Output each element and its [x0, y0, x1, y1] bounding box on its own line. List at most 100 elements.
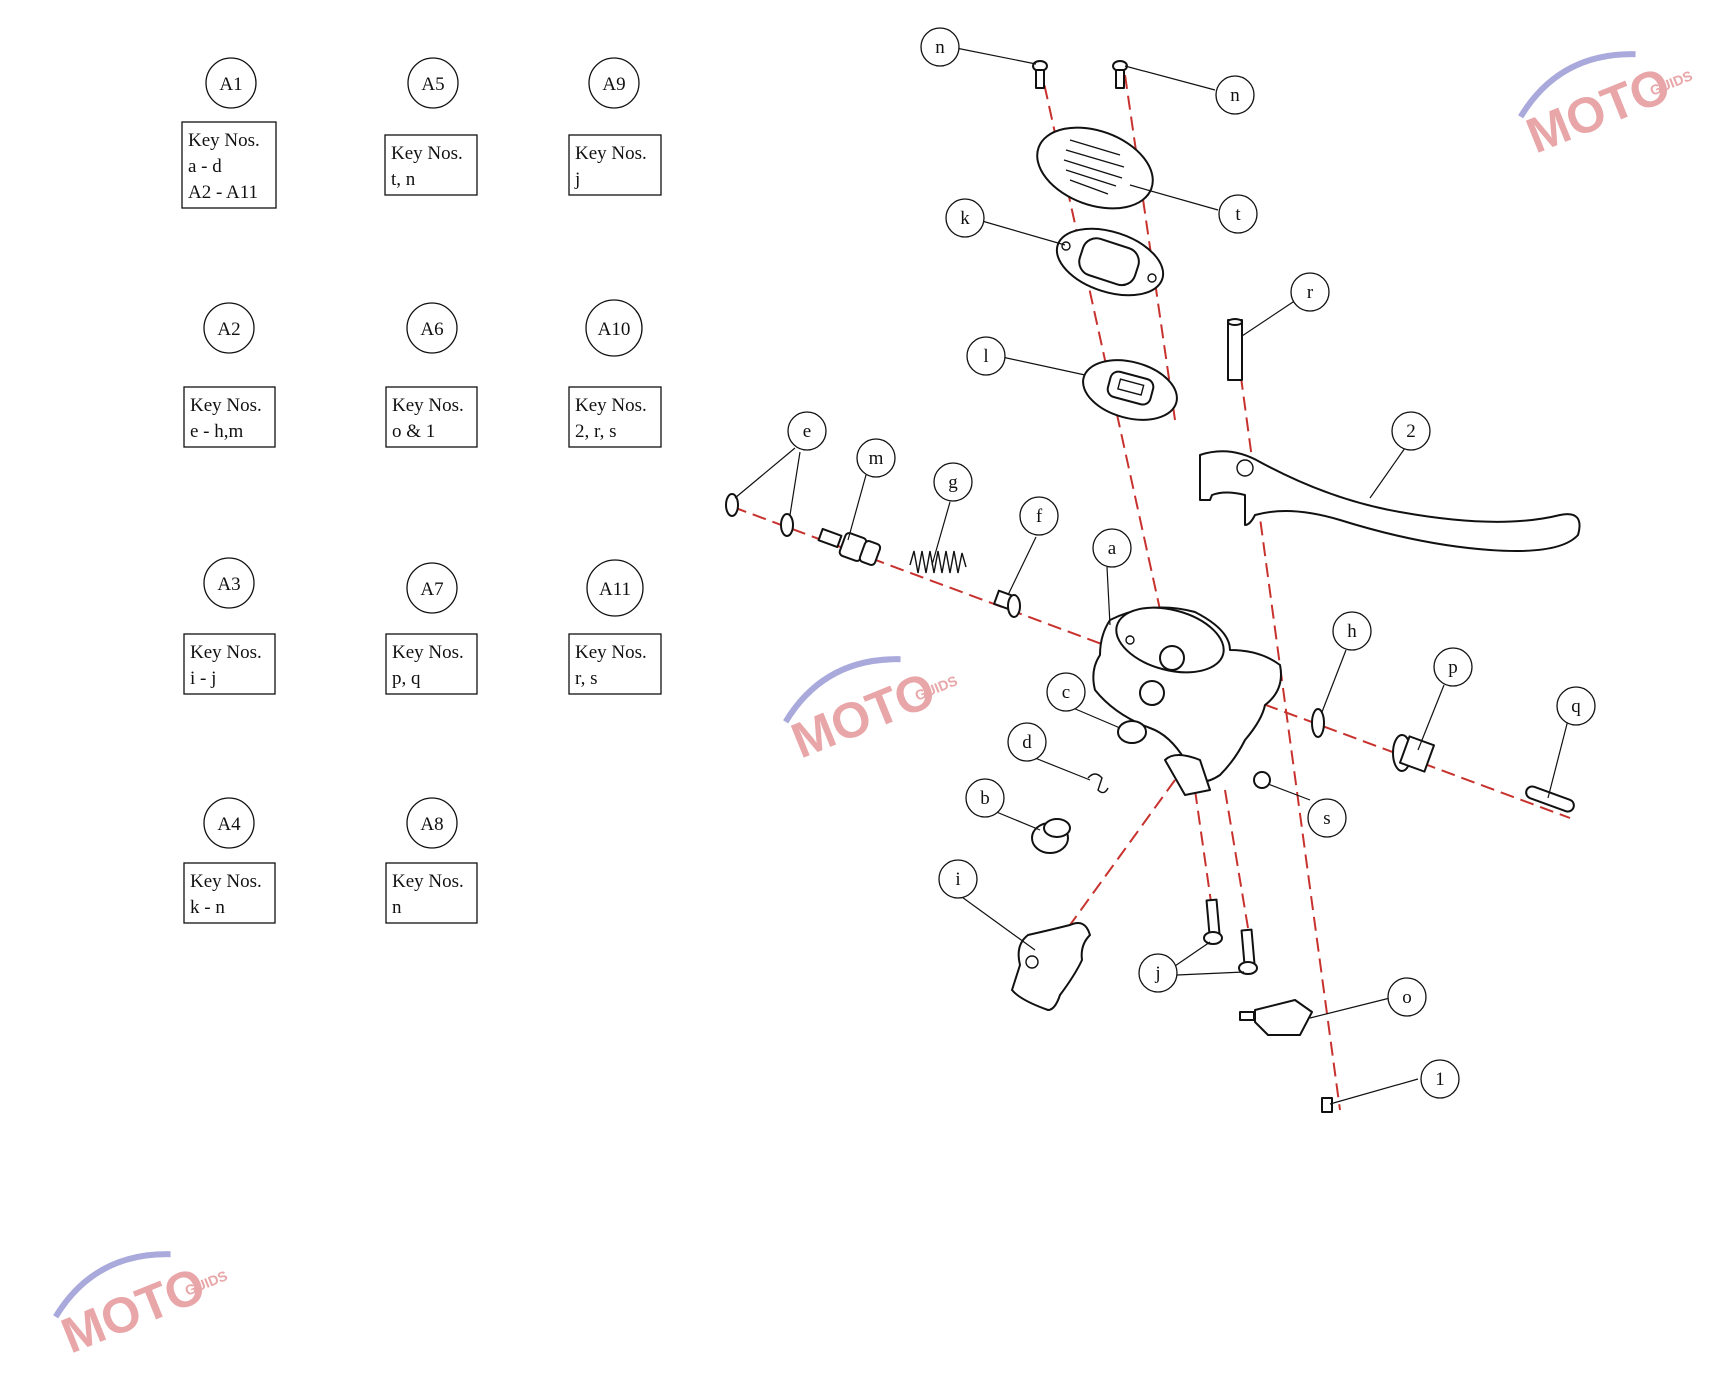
clamp-bolt-2 [1238, 928, 1258, 975]
callout-p: p [1433, 647, 1473, 687]
key-nos-heading: Key Nos. [392, 395, 464, 416]
callout-circle [945, 198, 985, 238]
callout-label: b [980, 788, 990, 809]
watermark-logo-text: MOTO [54, 1256, 213, 1364]
rubber-cap [1031, 818, 1071, 854]
callout-a: a [1092, 528, 1132, 568]
callout-circle [856, 438, 896, 478]
assembly-key-box [385, 862, 478, 924]
assembly-id-circle [586, 559, 644, 617]
assembly-id-label: A9 [602, 74, 625, 95]
callout-label: l [983, 346, 988, 367]
callout-label: j [1154, 963, 1160, 984]
callout-circle [965, 778, 1005, 818]
assembly-id-circle [203, 557, 255, 609]
assembly-key-box [385, 633, 478, 695]
assembly-id-circle [406, 302, 458, 354]
pivot-pin [1227, 318, 1243, 381]
assembly-key-box [183, 386, 276, 448]
callout-circle [920, 27, 960, 67]
push-rod [1525, 785, 1575, 813]
master-cylinder-body [1092, 606, 1282, 796]
key-nos-value: e - h,m [190, 421, 244, 442]
leader-lines [734, 47, 1569, 1105]
assembly-id-circle [407, 57, 459, 109]
callout-n: n [1215, 75, 1255, 115]
assembly-key-box [568, 633, 662, 695]
assembly-key-box [183, 633, 276, 695]
spring-seat [993, 589, 1021, 618]
callout-circle [1218, 194, 1258, 234]
watermark-swoosh [53, 1251, 171, 1319]
assembly-id-label: A6 [420, 319, 443, 340]
assembly-id-label: A4 [217, 814, 241, 835]
key-nos-value: p, q [392, 668, 421, 689]
callout-h: h [1332, 611, 1372, 651]
callout-b: b [965, 778, 1005, 818]
axis-cover-left [1039, 64, 1171, 656]
callout-g: g [933, 462, 973, 502]
handlebar-clamp [1011, 922, 1091, 1011]
callout-circle [933, 462, 973, 502]
circlip-e-2 [780, 513, 794, 537]
key-nos-value: a - d [188, 156, 222, 177]
assembly-id-circle [406, 562, 458, 614]
seal-washer [1117, 720, 1147, 744]
callout-circle [1391, 411, 1431, 451]
assembly-id-circle [406, 797, 458, 849]
callout-f: f [1019, 496, 1059, 536]
axis-cover-right [1124, 74, 1176, 421]
callout-e: e [787, 411, 827, 451]
key-nos-value: o & 1 [392, 421, 435, 442]
key-nos-heading: Key Nos. [575, 642, 647, 663]
assembly-id-circle [588, 57, 640, 109]
callout-circle [1007, 722, 1047, 762]
bleed-nipple [1253, 771, 1271, 789]
callout-circle [787, 411, 827, 451]
callout-c: c [1046, 672, 1086, 712]
watermark-center: MOTO GUIDS [783, 656, 960, 769]
assembly-id-label: A11 [599, 579, 631, 600]
key-nos-value: t, n [391, 169, 416, 190]
callout-2: 2 [1391, 411, 1431, 451]
key-nos-value: n [392, 897, 402, 918]
callout-label: p [1448, 657, 1458, 678]
callout-circle [1420, 1059, 1460, 1099]
assembly-id-label: A7 [420, 579, 443, 600]
assembly-id-label: A8 [420, 814, 443, 835]
assembly-key-box [385, 386, 478, 448]
callout-circle [966, 336, 1006, 376]
assembly-key-box [568, 134, 662, 196]
callout-circle [1307, 798, 1347, 838]
key-nos-value: j [574, 169, 580, 190]
circlip-h [1311, 708, 1325, 738]
axis-bolt-2 [1224, 789, 1251, 941]
watermark-swoosh [783, 656, 901, 724]
callout-l: l [966, 336, 1006, 376]
assembly-key-box [183, 862, 276, 924]
callout-m: m [856, 438, 896, 478]
callout-i: i [938, 859, 978, 899]
key-nos-value: i - j [190, 668, 216, 689]
diaphragm-plate [1055, 227, 1165, 297]
callout-circle [1019, 496, 1059, 536]
watermark-bottom-left: MOTO GUIDS [53, 1251, 230, 1364]
axis-clamp [1069, 779, 1176, 926]
key-nos-heading: Key Nos. [575, 395, 647, 416]
callout-label: n [1230, 85, 1240, 106]
brake-light-switch [1239, 999, 1313, 1036]
callout-s: s [1307, 798, 1347, 838]
assembly-key-box [568, 386, 662, 448]
callout-circle [1387, 977, 1427, 1017]
callout-label: r [1307, 282, 1314, 303]
